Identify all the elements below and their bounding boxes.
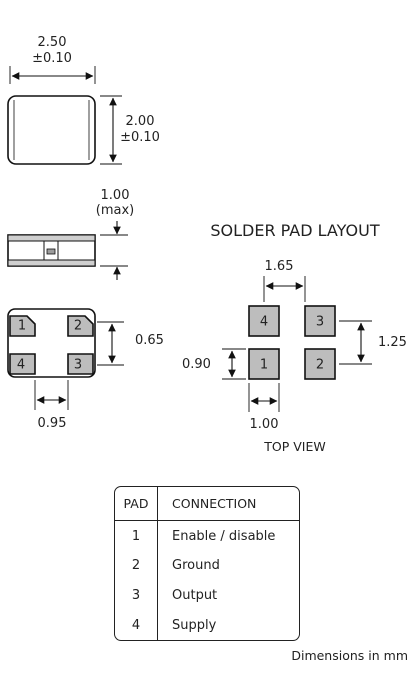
bottom-pad-1-label: 1	[18, 319, 26, 334]
pad-connection: Ground	[172, 558, 220, 574]
bottom-pad-3	[67, 353, 94, 375]
top-height-tolerance: ±0.10	[120, 130, 160, 145]
solder-pad-3	[304, 305, 336, 337]
solder-pad-2	[304, 348, 336, 380]
lid-layer	[7, 234, 96, 242]
bottom-pad-2	[67, 315, 94, 337]
bottom-view: 1 2 3 4 0.65 0.95	[7, 308, 164, 431]
solder-pad-4-label: 4	[260, 315, 268, 330]
pad-number: 2	[115, 551, 158, 581]
solder-gap-value: 1.65	[265, 259, 294, 274]
bottom-pitch-v-value: 0.65	[135, 333, 164, 348]
header-pad: PAD	[115, 487, 158, 521]
solder-pad-2-label: 2	[316, 358, 324, 373]
top-height-value: 2.00	[126, 114, 155, 129]
units-note: Dimensions in mm	[291, 648, 408, 663]
pad-number: 3	[115, 580, 158, 611]
bottom-pad-1	[9, 315, 36, 337]
side-height-value: 1.00	[101, 188, 130, 203]
base-layer	[7, 259, 96, 267]
package-edge-detail	[13, 100, 90, 160]
solder-pad-3-label: 3	[316, 315, 324, 330]
pad-connection-table: PAD CONNECTION 1 Enable / disable 2 Grou…	[114, 486, 300, 641]
solder-pad-h-value: 0.90	[182, 357, 211, 372]
bottom-pad-3-label: 3	[74, 358, 82, 373]
top-view-caption: TOP VIEW	[263, 439, 325, 454]
table-row: 4 Supply	[115, 610, 299, 640]
bottom-pad-2-label: 2	[74, 319, 82, 334]
pad-number: 4	[115, 610, 158, 640]
pad-connection: Enable / disable	[172, 528, 276, 544]
solder-pad-w-value: 1.00	[250, 417, 279, 432]
header-connection: CONNECTION	[157, 487, 299, 521]
table-row: 2 Ground	[115, 551, 299, 581]
side-terminal	[46, 248, 56, 255]
side-height-note: (max)	[96, 203, 134, 218]
package-body-top	[7, 95, 96, 165]
pad-connection: Output	[172, 588, 218, 604]
table-row: 3 Output	[115, 580, 299, 611]
pad-connection: Supply	[172, 617, 217, 633]
solder-layout-title: SOLDER PAD LAYOUT	[210, 221, 379, 240]
pad-number: 1	[115, 520, 158, 552]
solder-pad-1-label: 1	[260, 358, 268, 373]
solder-pitch-v-value: 1.25	[378, 335, 407, 350]
bottom-pad-4	[9, 353, 36, 375]
table-row: 1 Enable / disable	[115, 520, 299, 552]
solder-pad-layout: SOLDER PAD LAYOUT 1.65 4 3 1 2 1.25 0.90…	[182, 221, 407, 454]
bottom-pitch-h-value: 0.95	[38, 416, 67, 431]
solder-pad-1	[248, 348, 280, 380]
side-view: 1.00 (max)	[7, 188, 134, 280]
solder-pad-4	[248, 305, 280, 337]
table-header-row: PAD CONNECTION	[115, 487, 299, 521]
top-width-value: 2.50	[38, 35, 67, 50]
top-width-tolerance: ±0.10	[32, 51, 72, 66]
top-view: 2.50 ±0.10 2.00 ±0.10	[7, 35, 160, 165]
bottom-pad-4-label: 4	[17, 358, 25, 373]
